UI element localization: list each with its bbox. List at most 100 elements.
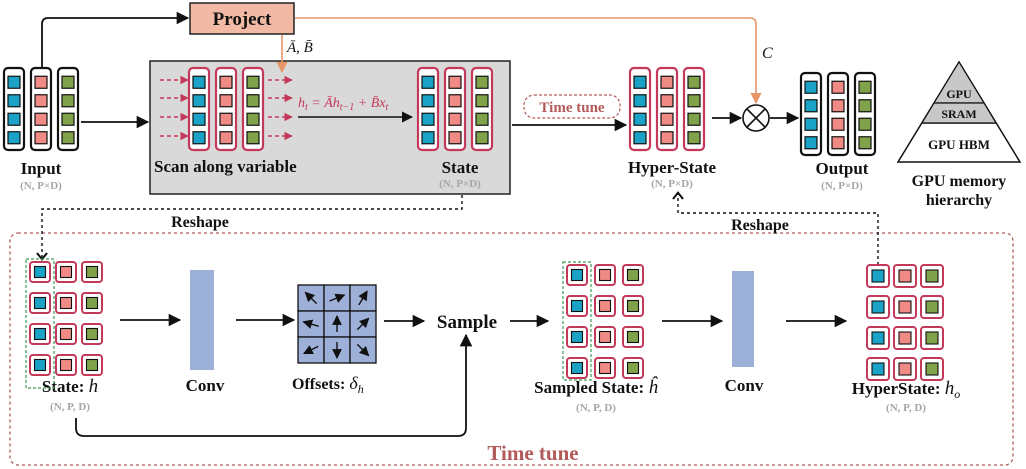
token-cell <box>421 131 435 145</box>
token-cell <box>804 117 818 131</box>
token-cell <box>626 330 640 344</box>
state-label-top: State <box>442 158 479 177</box>
token-cell <box>33 358 47 372</box>
gpu-sram-line1: GPU <box>946 87 972 101</box>
c-arrow <box>295 17 762 105</box>
token-cell <box>871 362 885 376</box>
input-dims: (N, P×D) <box>20 180 62 192</box>
sample-label: Sample <box>437 312 497 333</box>
scan-tokens <box>187 66 265 152</box>
token-cell <box>925 331 939 345</box>
token-cell <box>192 112 206 126</box>
token-cell <box>570 268 584 282</box>
token-cell <box>61 131 75 145</box>
offsets-grid <box>297 284 377 364</box>
token-cell <box>85 327 99 341</box>
offset-arrow <box>302 345 319 355</box>
hyperstate-dims: (N, P, D) <box>886 402 926 414</box>
multiply-x2 <box>746 108 766 128</box>
token-cell <box>687 131 701 145</box>
hyperstate-grid <box>866 264 944 381</box>
token-cell <box>448 112 462 126</box>
token-cell <box>598 361 612 375</box>
offsets-label: Offsets: δh <box>292 373 364 396</box>
reshape-left-label: Reshape <box>171 214 229 231</box>
token-cell <box>858 80 872 94</box>
token-cell <box>687 75 701 89</box>
conv-block-2 <box>732 271 754 367</box>
token-cell <box>7 131 21 145</box>
project-box <box>189 2 295 35</box>
gpu-hierarchy: GPU SRAM GPU HBM GPU memory hierarchy <box>896 60 1022 209</box>
token-cell <box>85 296 99 310</box>
token-cell <box>898 331 912 345</box>
token-cell <box>871 300 885 314</box>
token-cell <box>660 94 674 108</box>
token-cell <box>804 99 818 113</box>
reshape-right-connector <box>672 191 879 265</box>
token-cell <box>871 269 885 283</box>
input-to-project-arrow <box>41 11 190 68</box>
token-cell <box>626 268 640 282</box>
reshape-left-connector <box>36 195 463 261</box>
token-cell <box>475 75 489 89</box>
token-cell <box>633 131 647 145</box>
state-label-bottom: State: h <box>42 376 98 397</box>
token-cell <box>831 99 845 113</box>
token-cell <box>246 131 260 145</box>
token-cell <box>246 75 260 89</box>
state-tokens-top <box>416 66 494 152</box>
offset-arrow <box>304 291 318 305</box>
token-cell <box>871 331 885 345</box>
token-cell <box>570 361 584 375</box>
gpu-sram-line2: SRAM <box>941 107 976 121</box>
c-label: C <box>762 45 773 62</box>
token-cell <box>85 358 99 372</box>
token-cell <box>687 94 701 108</box>
token-cell <box>192 131 206 145</box>
token-cell <box>192 75 206 89</box>
token-cell <box>687 112 701 126</box>
token-cell <box>633 75 647 89</box>
conv2-label: Conv <box>725 376 764 395</box>
scan-label: Scan along variable <box>154 157 297 176</box>
hyper-label: Hyper-State <box>628 158 717 177</box>
token-cell <box>34 131 48 145</box>
token-cell <box>475 112 489 126</box>
sampled-dims: (N, P, D) <box>576 402 616 414</box>
conv-block-1 <box>190 270 214 370</box>
token-cell <box>34 112 48 126</box>
token-cell <box>831 136 845 150</box>
token-cell <box>831 117 845 131</box>
token-cell <box>858 117 872 131</box>
token-cell <box>925 300 939 314</box>
token-cell <box>925 362 939 376</box>
sampled-state-grid <box>566 264 644 379</box>
input-tokens <box>2 66 80 152</box>
token-cell <box>598 268 612 282</box>
token-cell <box>660 131 674 145</box>
state-dims-top: (N, P×D) <box>439 178 481 190</box>
token-cell <box>33 327 47 341</box>
token-cell <box>660 75 674 89</box>
token-cell <box>898 269 912 283</box>
gpu-hbm: GPU HBM <box>928 137 990 152</box>
offset-cell <box>349 310 377 338</box>
offset-arrow <box>356 317 370 331</box>
output-dims: (N, P×D) <box>821 180 863 192</box>
token-cell <box>33 296 47 310</box>
ab-label: Ā, B̄ <box>286 40 313 56</box>
project-label: Project <box>213 9 272 30</box>
token-cell <box>246 94 260 108</box>
token-cell <box>219 75 233 89</box>
output-tokens <box>799 71 877 157</box>
output-label: Output <box>816 159 869 178</box>
token-cell <box>598 299 612 313</box>
token-cell <box>804 80 818 94</box>
scan-equation: ht = Āht−1 + B̄xt <box>298 95 389 113</box>
token-cell <box>633 94 647 108</box>
offset-arrow <box>358 290 368 306</box>
token-cell <box>626 299 640 313</box>
token-cell <box>448 94 462 108</box>
